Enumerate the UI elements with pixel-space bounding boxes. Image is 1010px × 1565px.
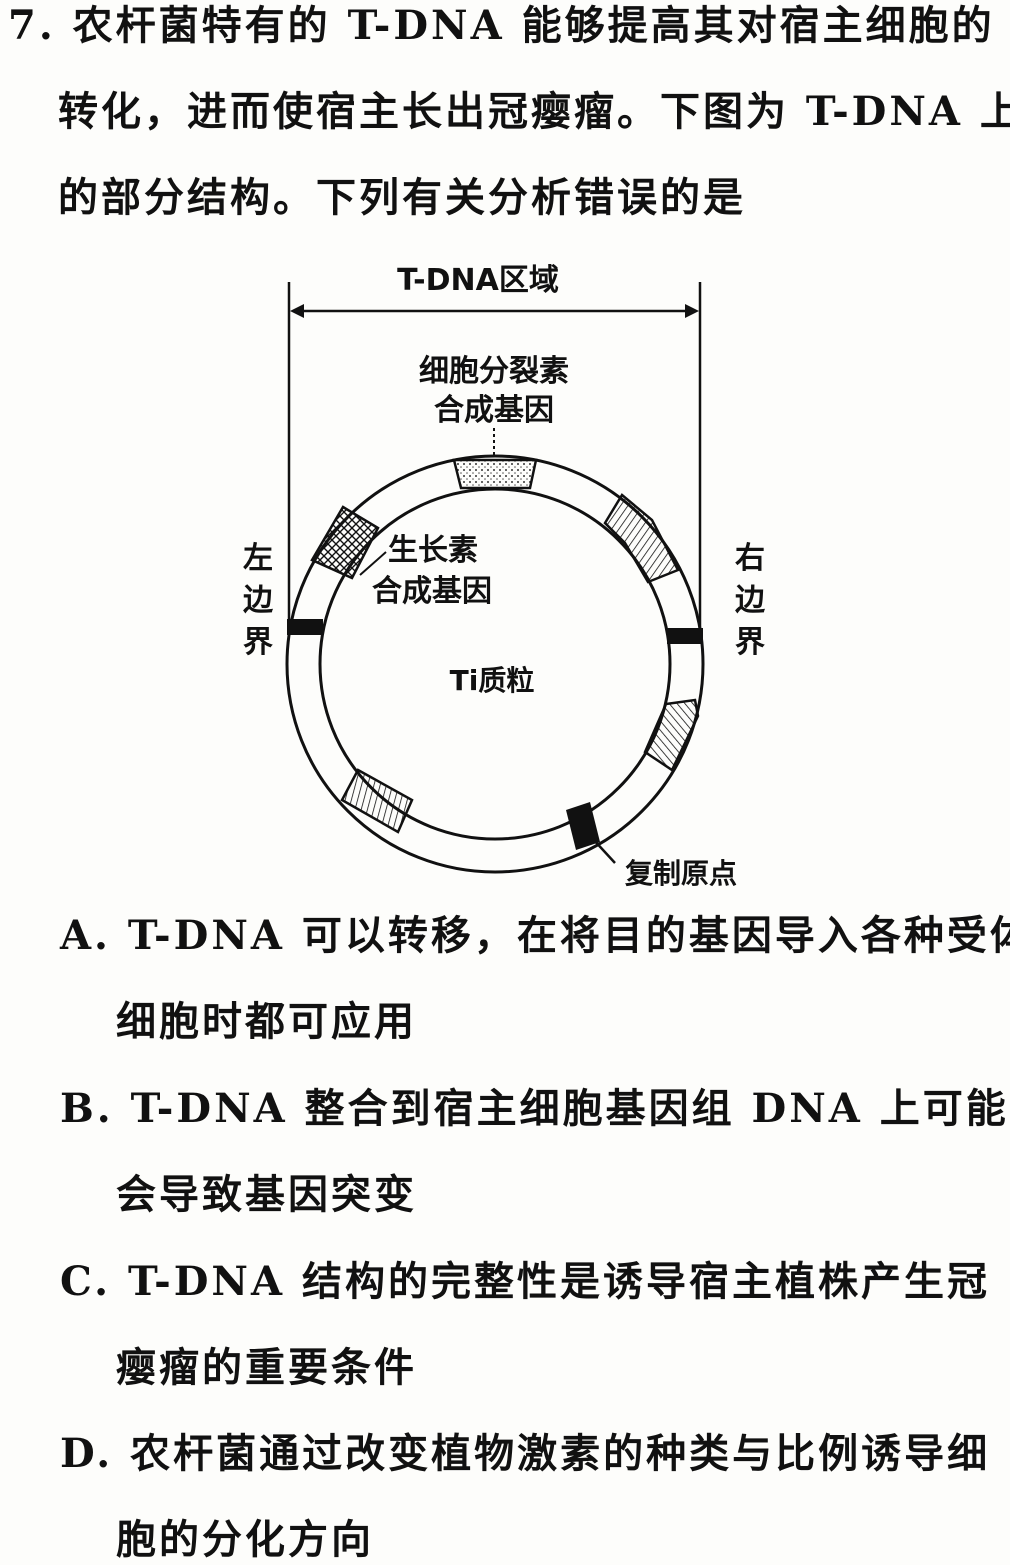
plasmid-label: Ti质粒 bbox=[450, 664, 535, 697]
cytokinin-gene-label-2: 合成基因 bbox=[434, 393, 554, 428]
right-border-label-1: 右 bbox=[735, 541, 765, 576]
stem-line-2: 转化，进而使宿主长出冠瘿瘤。下图为 T-DNA 上 bbox=[58, 88, 1010, 135]
left-border-label-1: 左 bbox=[243, 541, 273, 576]
left-border-marker bbox=[287, 619, 323, 635]
origin-label: 复制原点 bbox=[625, 857, 737, 890]
right-border-label-3: 界 bbox=[735, 625, 765, 660]
bottom-left-gene-segment bbox=[340, 768, 414, 834]
left-border-label-3: 界 bbox=[243, 625, 273, 660]
auxin-gene-label-2: 合成基因 bbox=[372, 574, 492, 609]
origin-marker bbox=[566, 802, 600, 850]
right-border-label-2: 边 bbox=[735, 583, 766, 618]
t-dna-region-bracket bbox=[287, 282, 702, 628]
cytokinin-gene-segment bbox=[452, 458, 538, 490]
right-upper-gene-segment bbox=[603, 493, 680, 584]
ti-plasmid-diagram: T-DNA区域 细胞分裂素 合成基因 生长素 合成基因 左 边 界 右 边 界 … bbox=[243, 263, 766, 890]
option-d-line-2: 胞的分化方向 bbox=[116, 1516, 374, 1563]
option-c-line-2: 瘿瘤的重要条件 bbox=[116, 1344, 417, 1391]
auxin-gene-label-1: 生长素 bbox=[388, 533, 478, 568]
left-border-label-2: 边 bbox=[243, 583, 274, 618]
stem-line-1: 7. 农杆菌特有的 T-DNA 能够提高其对宿主细胞的 bbox=[8, 2, 995, 49]
option-a-line-1: A. T-DNA 可以转移，在将目的基因导入各种受体 bbox=[60, 912, 1010, 959]
right-border-marker bbox=[667, 628, 703, 644]
auxin-gene-pointer bbox=[359, 551, 387, 576]
option-d-line-1: D. 农杆菌通过改变植物激素的种类与比例诱导细 bbox=[60, 1430, 991, 1477]
option-b-line-2: 会导致基因突变 bbox=[116, 1171, 417, 1218]
option-b-line-1: B. T-DNA 整合到宿主细胞基因组 DNA 上可能 bbox=[60, 1085, 1009, 1132]
option-c-line-1: C. T-DNA 结构的完整性是诱导宿主植株产生冠 bbox=[60, 1258, 990, 1305]
origin-pointer bbox=[591, 837, 616, 864]
option-a-line-2: 细胞时都可应用 bbox=[116, 998, 417, 1045]
stem-line-3: 的部分结构。下列有关分析错误的是 bbox=[58, 174, 746, 221]
auxin-gene-segment bbox=[310, 505, 380, 580]
t-dna-region-label: T-DNA区域 bbox=[397, 263, 559, 298]
right-lower-gene-segment bbox=[643, 698, 700, 772]
cytokinin-gene-label-1: 细胞分裂素 bbox=[419, 354, 569, 389]
